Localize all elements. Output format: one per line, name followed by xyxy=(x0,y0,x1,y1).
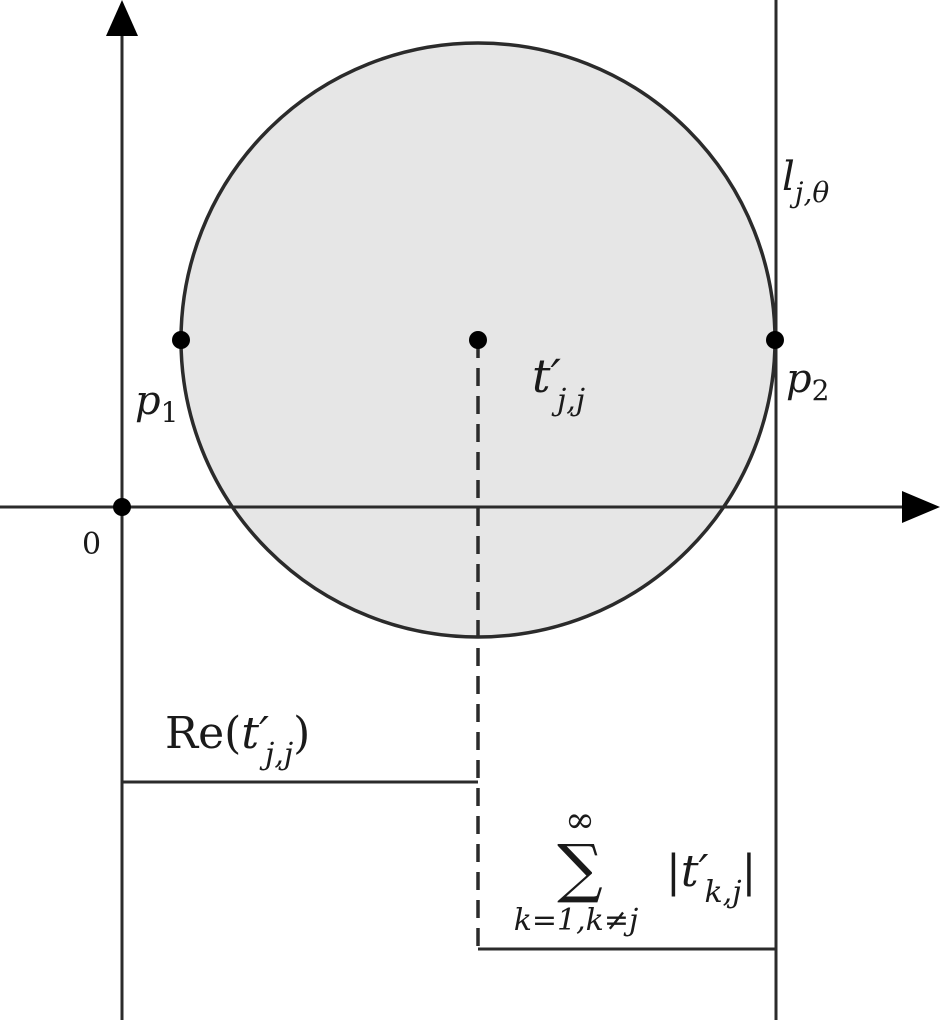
center-point xyxy=(469,331,487,349)
x-axis-arrowhead xyxy=(902,491,940,523)
point-p2 xyxy=(766,331,784,349)
tangent-line-label: lj,θ xyxy=(782,154,829,209)
point-p1 xyxy=(172,331,190,349)
abs-term: |t′k,j| xyxy=(666,846,756,910)
sum-lower-limit: k=1,k≠j xyxy=(514,903,639,938)
p2-label: p2 xyxy=(786,356,829,407)
origin-label: 0 xyxy=(82,527,101,562)
radius-sum-label: ∞ ∑ k=1,k≠j |t′k,j| xyxy=(514,800,757,938)
sum-upper-limit: ∞ xyxy=(565,800,595,841)
center-label: t′j,j xyxy=(532,349,585,418)
sum-symbol: ∑ xyxy=(557,832,603,906)
origin-point xyxy=(113,498,131,516)
real-part-label: Re(t′j,j) xyxy=(165,708,310,772)
p1-label: p1 xyxy=(135,378,178,429)
y-axis-arrowhead xyxy=(106,0,138,36)
